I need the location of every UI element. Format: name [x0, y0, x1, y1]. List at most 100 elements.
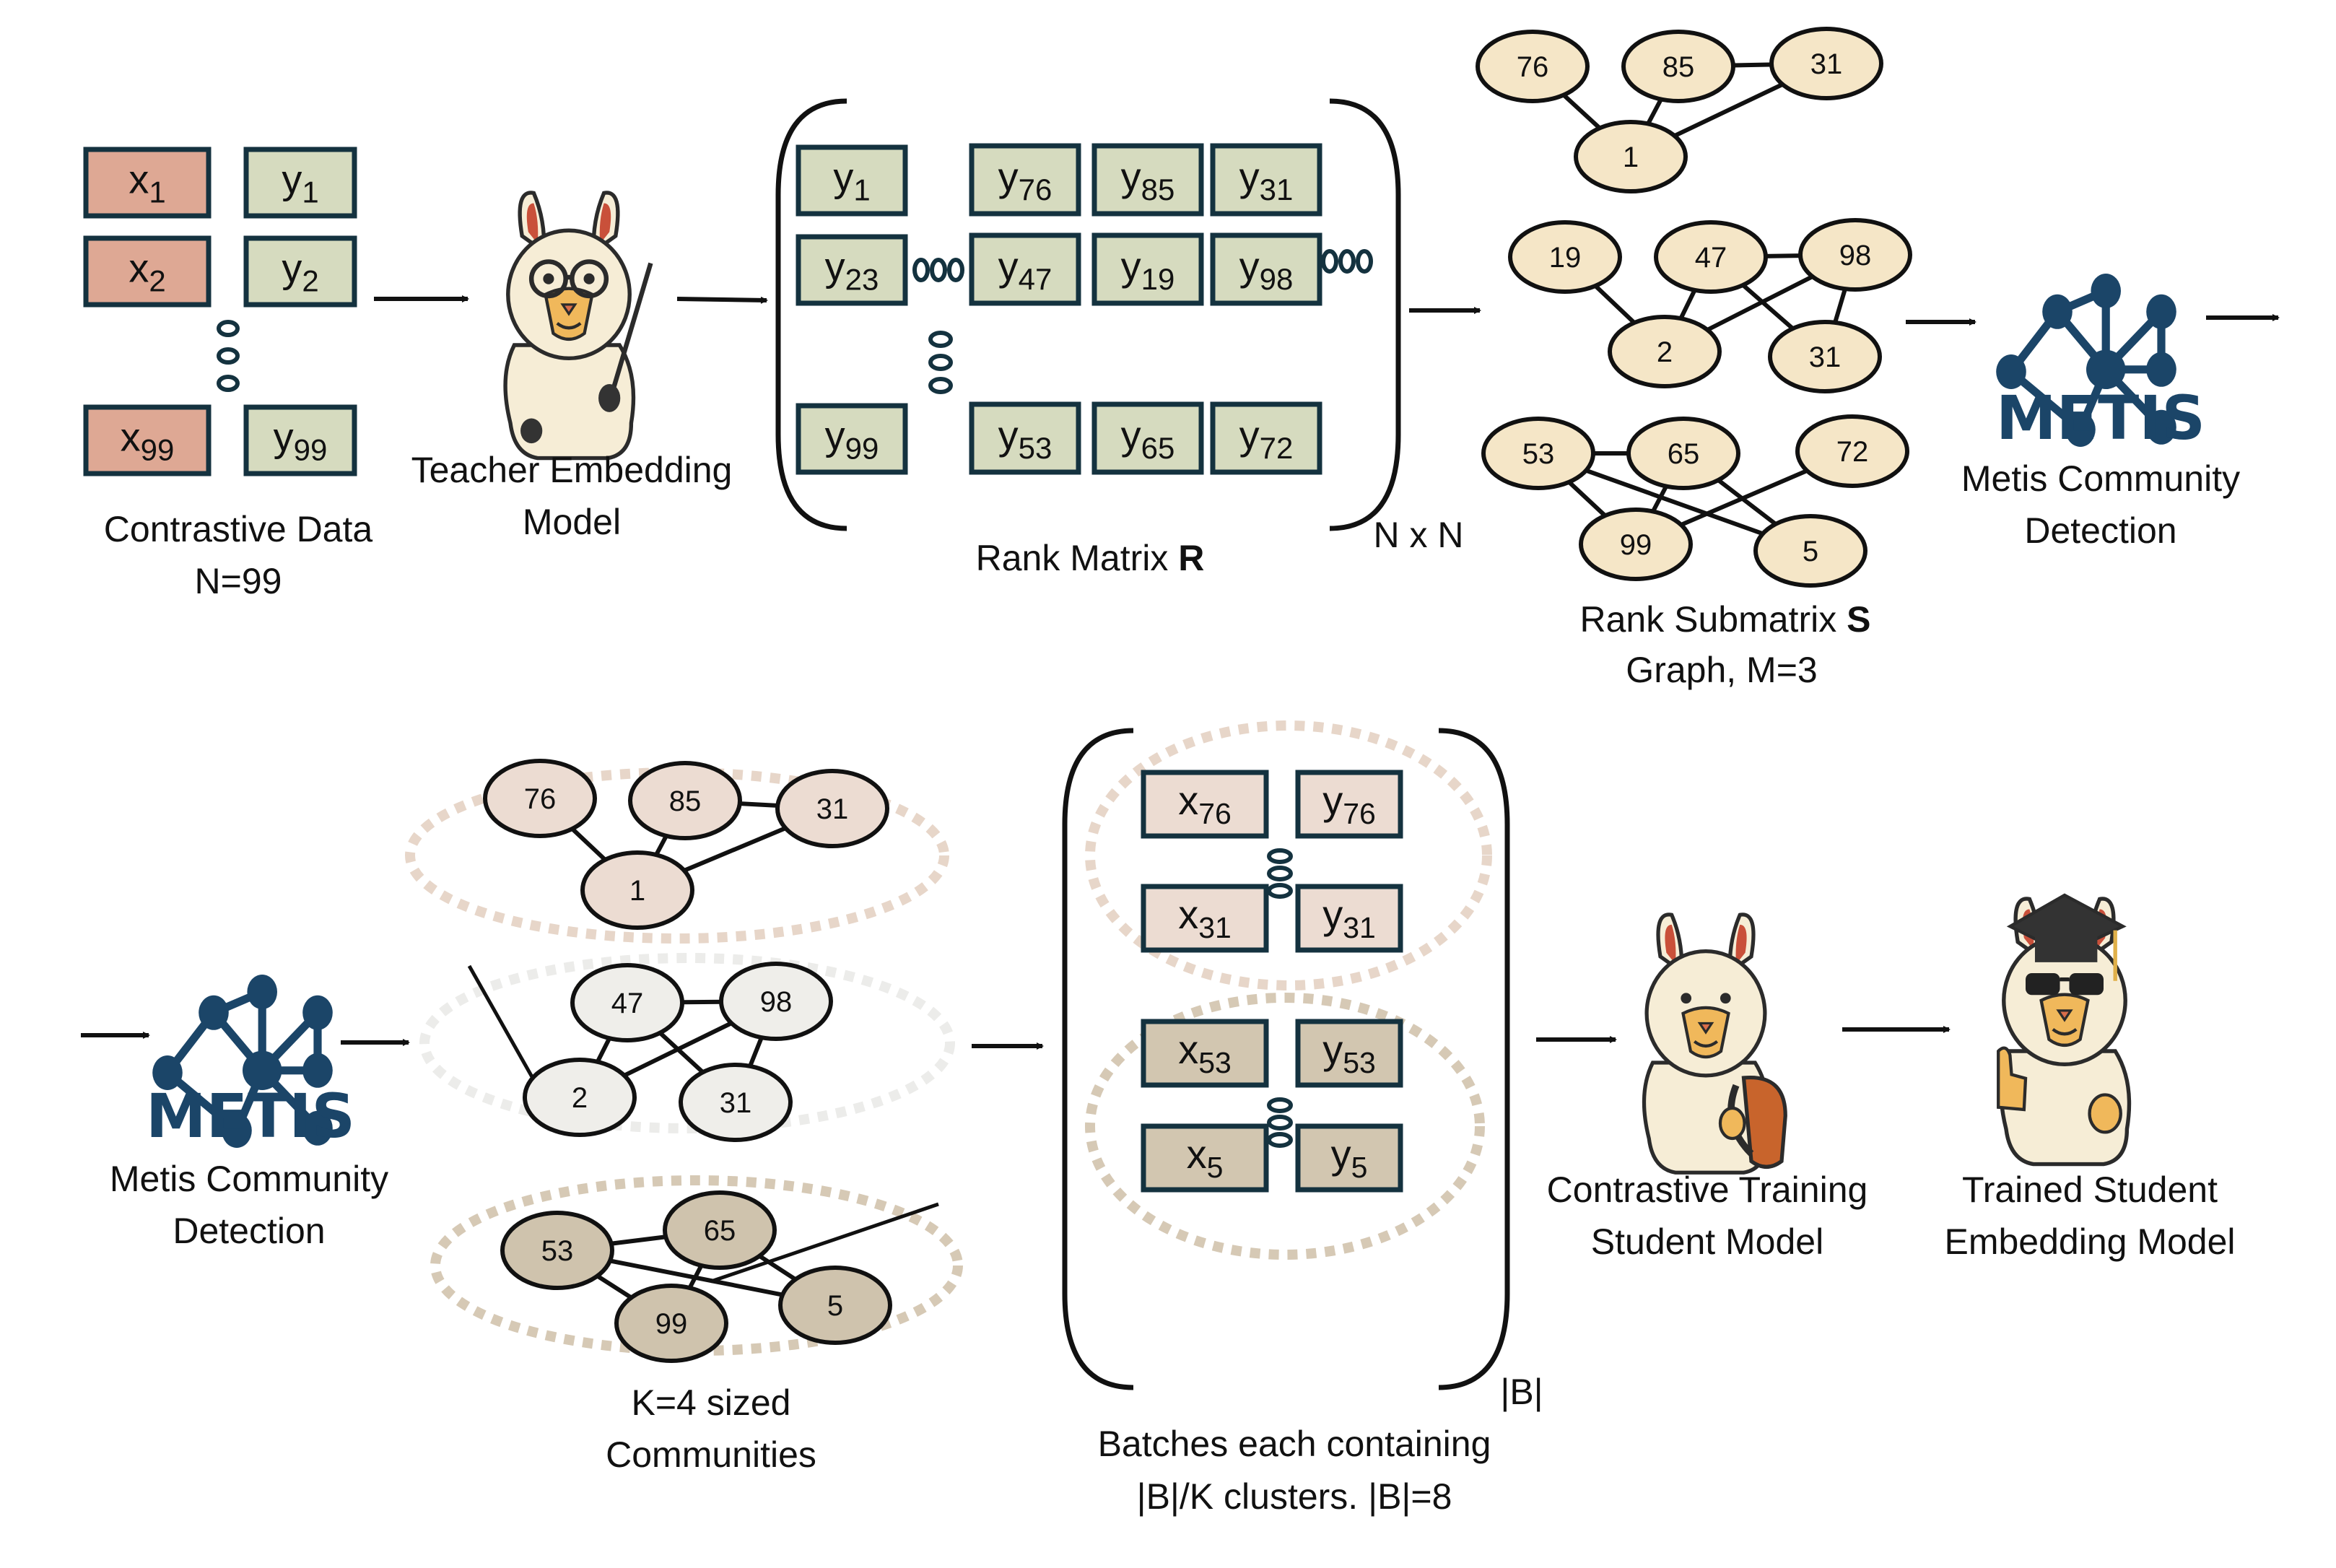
graph-node-shape	[1768, 320, 1882, 393]
graph-node: 65	[1626, 417, 1740, 490]
metis-node	[1996, 354, 2026, 389]
batch-dims: |B|	[1500, 1372, 1543, 1412]
sunglasses-lens	[2069, 973, 2104, 996]
graph-node-label: 98	[760, 986, 793, 1018]
graph-node: 1	[1574, 120, 1688, 193]
graph-node: 47	[1654, 220, 1768, 294]
thumbs-up-hand	[1997, 1046, 2028, 1112]
contrastive-data-count: N=99	[195, 561, 282, 601]
metis-network-icon-bottom	[152, 975, 333, 1148]
graph-node-label: 5	[827, 1290, 843, 1322]
variable-name: x	[1178, 892, 1198, 937]
ellipsis-dot	[930, 258, 947, 282]
graduation-cap-band	[2034, 936, 2098, 962]
ellipsis-dot	[1267, 1132, 1293, 1148]
y-box: y99	[243, 404, 357, 476]
communities-label-line1: K=4 sized	[632, 1382, 791, 1423]
graph-node-shape	[1574, 120, 1688, 193]
graph-node-label: 19	[1549, 242, 1582, 274]
batches-label-line2: |B|/K clusters. |B|=8	[1137, 1476, 1452, 1517]
batch-x-box-rect	[1141, 1123, 1269, 1193]
rank-cell-rect	[1210, 232, 1322, 306]
y-box-label: y2	[282, 245, 318, 298]
variable-name: y	[1239, 412, 1260, 458]
ellipsis-dot	[928, 377, 953, 394]
inter-community-edge	[710, 1202, 939, 1284]
ellipsis-vertical-icon	[1267, 1097, 1293, 1148]
rank-cell-label: y47	[998, 243, 1052, 296]
variable-subscript: 31	[1198, 911, 1232, 944]
x-box-rect	[83, 404, 212, 476]
variable-name: x	[128, 157, 149, 202]
graph-node-label: 99	[655, 1308, 688, 1340]
graph-node-label: 5	[1803, 536, 1818, 567]
graph-node-label: 31	[816, 793, 849, 825]
rank-cell-label: y31	[1239, 154, 1294, 206]
rank-cell: y76	[969, 143, 1081, 217]
ellipsis-dot	[947, 258, 964, 282]
rank-cell-rect	[969, 232, 1081, 306]
right-bracket	[1329, 98, 1401, 531]
left-bracket	[1062, 728, 1134, 1390]
community-ring-2	[419, 953, 955, 1133]
rank-cell-rect	[1091, 143, 1204, 217]
ellipsis-dot	[1338, 249, 1356, 274]
graph-node-label: 53	[1522, 438, 1555, 470]
graph-node-shape	[1621, 30, 1735, 103]
teacher-label-line2: Model	[523, 502, 621, 542]
llama-mouth	[1693, 1040, 1719, 1047]
metis-logo-text: METIS	[1996, 383, 2205, 453]
graph-node-shape	[1508, 220, 1622, 294]
variable-name: y	[1322, 1027, 1343, 1072]
graph-node: 65	[663, 1190, 777, 1270]
graph-node-label: 1	[629, 875, 645, 907]
graph-node-shape	[719, 962, 833, 1041]
variable-subscript: 53	[1343, 1046, 1376, 1079]
contrastive-data-label: Contrastive Data	[104, 509, 373, 549]
graduate-llama-icon	[1997, 893, 2132, 1167]
batch-x-box-label: x5	[1187, 1131, 1224, 1184]
rank-cell: y31	[1210, 143, 1322, 217]
teacher-llama-icon	[503, 191, 653, 461]
graph-node: 5	[778, 1266, 892, 1345]
batch-cluster-ring-2	[1085, 993, 1485, 1260]
x-box: x99	[83, 404, 212, 476]
graph-node-shape	[778, 1266, 892, 1345]
metis-node	[2042, 294, 2073, 329]
ellipsis-dot	[928, 331, 953, 348]
llama-hand	[1718, 1106, 1746, 1141]
graph-node: 99	[614, 1284, 728, 1363]
llama-eye	[583, 273, 595, 284]
ellipsis-vertical-icon	[217, 320, 240, 392]
y-box-label: y1	[282, 157, 318, 209]
graph-node: 85	[1621, 30, 1735, 103]
graph-node-label: 1	[1623, 141, 1639, 173]
variable-subscript: 99	[294, 433, 328, 467]
variable-subscript: 1	[302, 175, 318, 209]
ellipsis-horizontal-icon	[1321, 249, 1373, 274]
ellipsis-dot	[1267, 1097, 1293, 1113]
x-box-rect	[83, 147, 212, 219]
graph-node-label: 65	[704, 1215, 736, 1247]
batch-cluster-ring-1	[1085, 720, 1492, 990]
graph-node-shape	[1608, 315, 1722, 388]
rank-cell-label: y99	[825, 413, 879, 466]
graph-node-label: 76	[1517, 51, 1549, 83]
graph-node: 76	[1476, 30, 1590, 103]
data-pair-row: x99 y99	[83, 404, 357, 476]
metis-label-line2: Detection	[2024, 510, 2176, 551]
variable-name: y	[833, 154, 853, 200]
x-box-rect	[83, 235, 212, 308]
llama-eye	[543, 273, 554, 284]
graph-node-shape	[628, 761, 742, 840]
variable-subscript: 2	[302, 264, 318, 298]
rank-cell: y65	[1091, 401, 1204, 475]
